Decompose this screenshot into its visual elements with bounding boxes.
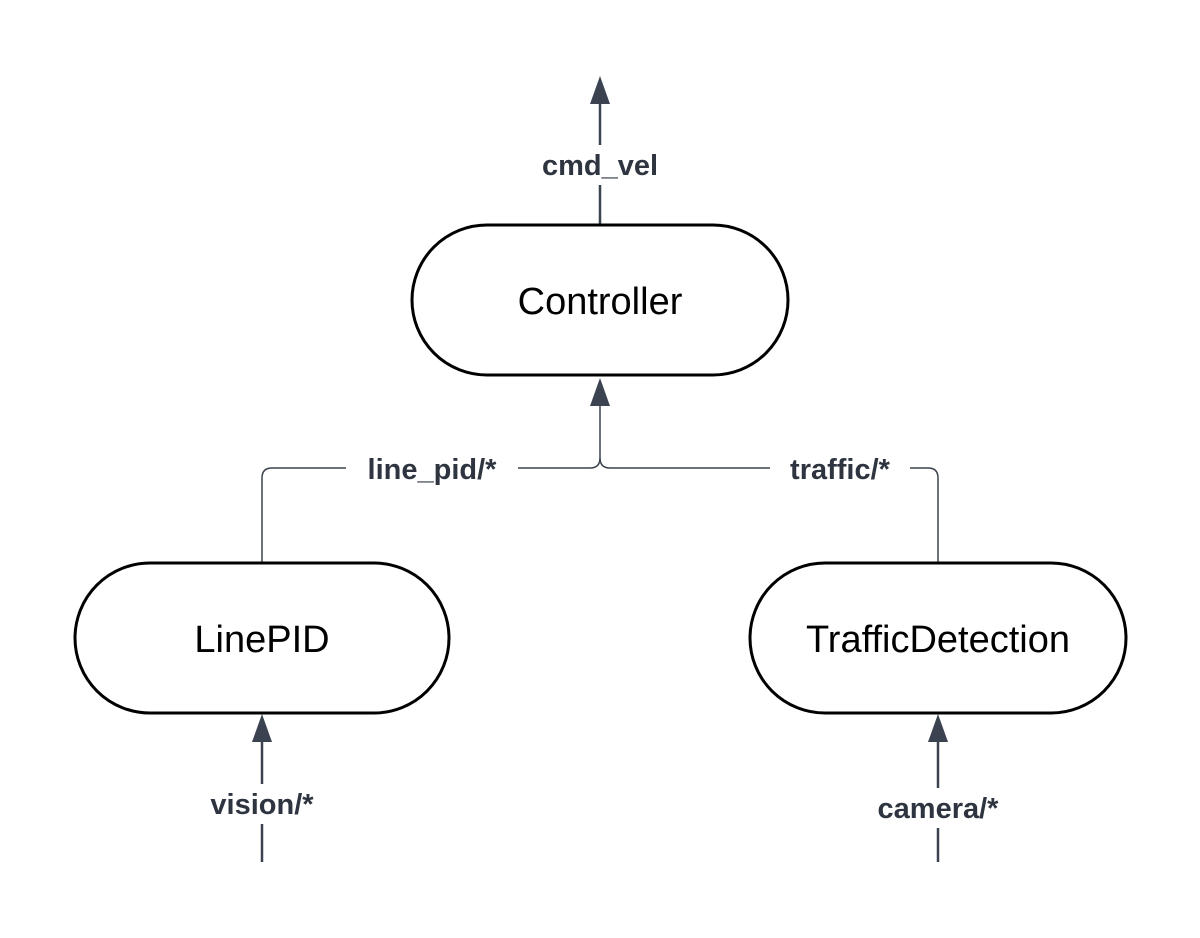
line-pid-topic-label: line_pid/* — [368, 454, 498, 486]
node-line-pid: LinePID — [73, 561, 451, 715]
controller-label: Controller — [518, 281, 683, 323]
line-pid-label: LinePID — [194, 619, 329, 661]
vision-arrowhead-icon — [252, 714, 272, 742]
node-controller: Controller — [410, 223, 790, 377]
edge-traffic: traffic/* — [599, 450, 939, 562]
traffic-connector — [599, 457, 939, 562]
edge-cmd-vel: cmd_vel — [528, 76, 672, 224]
node-traffic-detection: TrafficDetection — [748, 561, 1128, 715]
edge-vision: vision/* — [192, 714, 332, 862]
traffic-detection-label: TrafficDetection — [806, 619, 1070, 661]
edge-camera: camera/* — [854, 714, 1022, 862]
vision-label: vision/* — [210, 789, 314, 821]
edge-line-pid: line_pid/* — [261, 404, 601, 562]
cmd-vel-label: cmd_vel — [542, 150, 658, 182]
camera-arrowhead-icon — [928, 714, 948, 742]
traffic-topic-label: traffic/* — [790, 454, 891, 486]
controller-input-arrowhead-icon — [590, 378, 610, 406]
cmd-vel-arrowhead-icon — [590, 76, 610, 104]
camera-label: camera/* — [878, 793, 1000, 825]
